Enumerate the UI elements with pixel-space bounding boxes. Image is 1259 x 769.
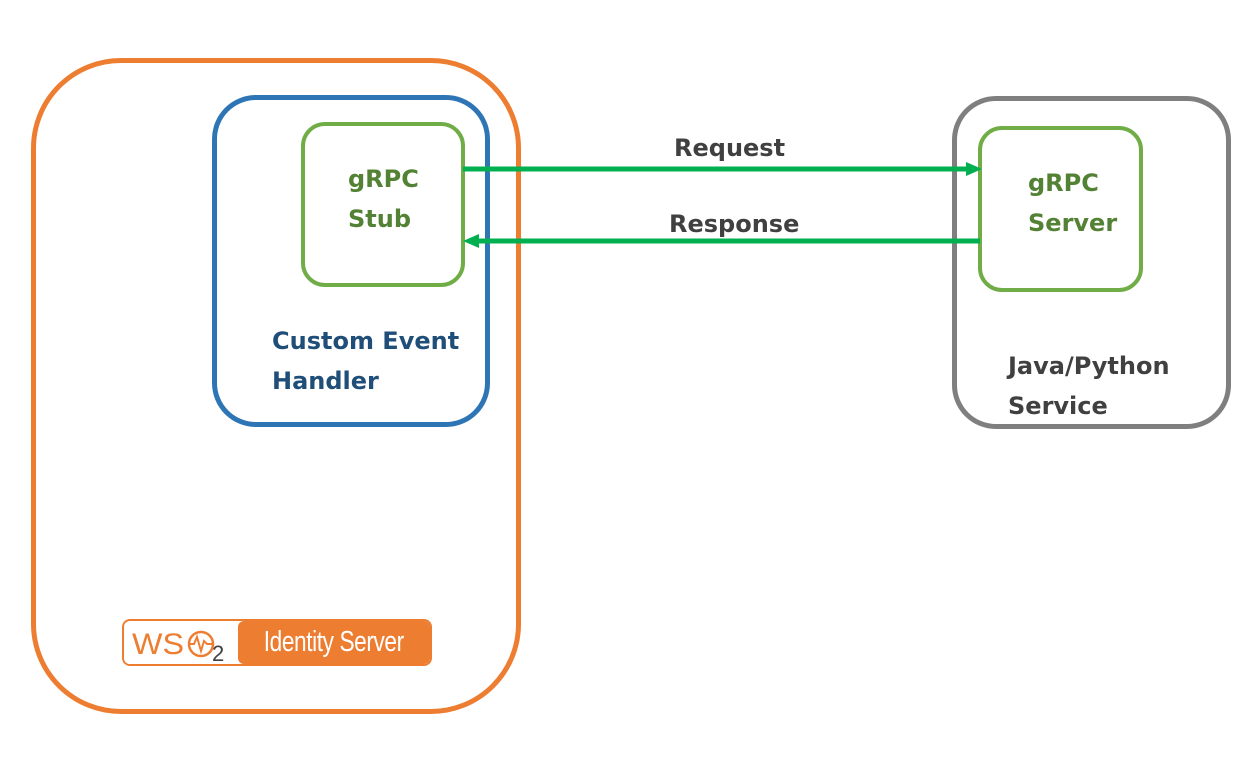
grpc-stub-label: gRPC Stub bbox=[348, 165, 419, 233]
response-arrow bbox=[463, 234, 980, 248]
request-arrow bbox=[463, 162, 982, 176]
request-label: Request bbox=[674, 134, 786, 162]
custom-event-handler-box bbox=[212, 95, 490, 427]
grpc-server-box bbox=[978, 126, 1143, 292]
grpc-stub-box bbox=[301, 122, 465, 287]
java-python-service-label: Java/Python Service bbox=[1008, 352, 1170, 420]
svg-text:WS: WS bbox=[132, 628, 184, 661]
grpc-server-label: gRPC Server bbox=[1028, 169, 1118, 237]
wso2-identity-server-container bbox=[31, 58, 521, 714]
custom-event-handler-label: Custom Event Handler bbox=[272, 327, 460, 395]
java-python-service-box bbox=[952, 96, 1231, 429]
response-label: Response bbox=[669, 210, 800, 238]
wso2-logo-text-bg: Identity Server bbox=[238, 621, 430, 664]
svg-text:2: 2 bbox=[212, 641, 224, 664]
wso2-mark-icon: WS 2 bbox=[132, 628, 224, 664]
wso2-identity-server-logo: WS 2 Identity Server bbox=[122, 619, 432, 666]
wso2-logo-mark: WS 2 bbox=[124, 621, 238, 664]
identity-server-logo-text: Identity Server bbox=[263, 626, 404, 658]
